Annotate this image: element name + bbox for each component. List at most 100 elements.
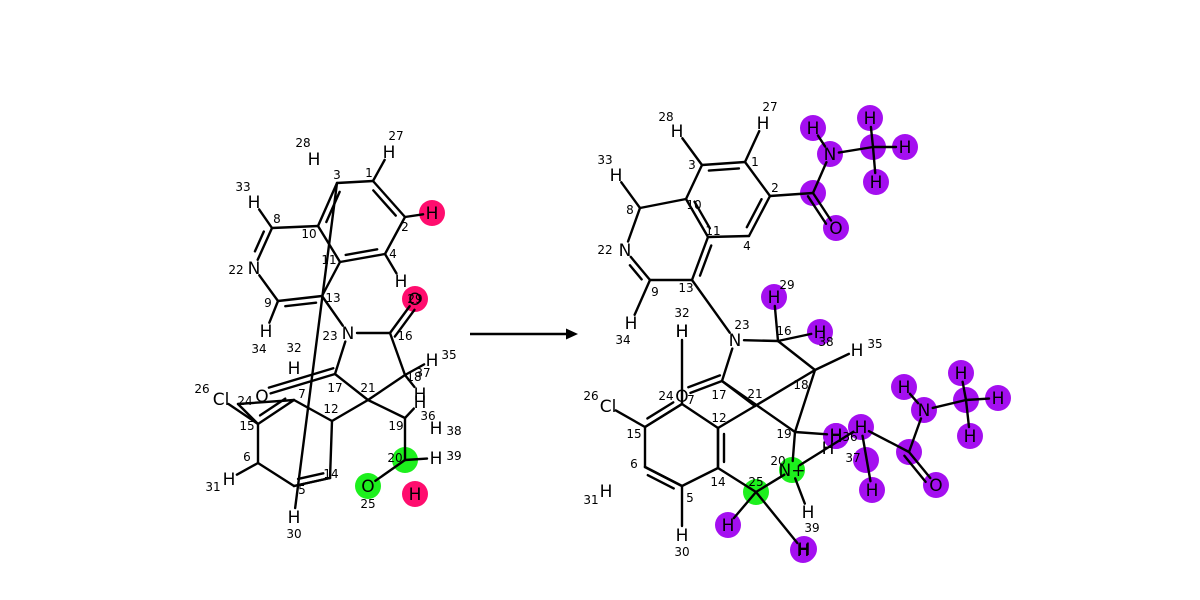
reactant-bond-9-second — [284, 301, 318, 308]
reactant-atom-35: H — [426, 351, 439, 371]
reactant-atom-index-10: 10 — [301, 227, 316, 241]
reactant-molecule: NNOClHHHHHHHHHHHHOHHHO123456789101112131… — [194, 129, 461, 541]
product-atom-index-8: 8 — [626, 203, 634, 217]
product-bond-23 — [716, 404, 757, 430]
reactant-atom-index-23: 23 — [322, 329, 337, 343]
reactant-bond-39 — [403, 407, 416, 420]
reactant-highlight-25 — [355, 473, 381, 499]
reactant-atom-38: H — [430, 419, 443, 439]
product-bond-46 — [732, 490, 758, 520]
product-atom-24: O — [675, 387, 688, 407]
product-atom-index-26: 26 — [583, 389, 598, 403]
reactant-atom-index-4: 4 — [389, 247, 397, 261]
reactant-atom-index-33: 33 — [235, 180, 250, 194]
product-atom-x43: H — [864, 109, 877, 129]
reactant-atom-23: N — [342, 324, 355, 344]
reactant-atom-x42: O — [255, 387, 268, 407]
product-highlight-x40 — [817, 141, 843, 167]
product-bond-5-second — [707, 167, 741, 172]
reactant-bond-40 — [403, 457, 429, 462]
product-atom-33: H — [610, 166, 623, 186]
product-atom-index-39: 39 — [804, 521, 819, 535]
product-bond-57-second — [903, 454, 927, 484]
product-atom-x48: H — [855, 418, 868, 438]
reactant-atom-index-18: 18 — [406, 370, 421, 384]
product-bond-22 — [720, 379, 757, 408]
product-bond-3 — [684, 197, 710, 239]
reactant-bond-36 — [268, 299, 280, 324]
product-highlight-x45 — [863, 169, 889, 195]
product-bond-32-second — [646, 401, 675, 420]
reactant-atom-34: H — [260, 322, 273, 342]
reactant-atom-index-7: 7 — [298, 387, 306, 401]
product-highlight-x56 — [957, 423, 983, 449]
reactant-atom-index-36: 36 — [420, 409, 435, 423]
reactant-atom-index-37: 37 — [415, 366, 430, 380]
reactant-bond-15 — [366, 373, 407, 402]
product-atom-index-12: 12 — [711, 411, 726, 425]
product-atom-x49: H — [866, 481, 879, 501]
product-atom-index-37: 37 — [845, 451, 860, 465]
reactant-atom-32: H — [288, 359, 301, 379]
reactant-atom-36: H — [414, 393, 427, 413]
product-bond-6 — [638, 197, 688, 210]
reactant-bond-42 — [403, 213, 425, 219]
product-bond-64 — [861, 434, 872, 483]
reactant-bond-16 — [388, 331, 407, 377]
product-bond-51 — [816, 134, 827, 148]
reactant-bond-22 — [236, 398, 296, 406]
product-atom-32: H — [676, 322, 689, 342]
product-atom-index-24: 24 — [658, 389, 673, 403]
product-atom-index-32: 32 — [674, 306, 689, 320]
product-bond-49 — [811, 191, 833, 222]
product-atom-27: H — [757, 114, 770, 134]
reactant-atom-index-35: 35 — [441, 348, 456, 362]
reactant-bond-37 — [403, 363, 426, 377]
product-bond-20 — [793, 430, 829, 436]
product-atom-index-15: 15 — [626, 427, 641, 441]
product-bond-58 — [907, 417, 923, 454]
reactant-atom-index-27: 27 — [388, 129, 403, 143]
product-bond-7 — [626, 206, 642, 243]
product-highlight-x55 — [985, 385, 1011, 411]
reactant-atom-29: O — [408, 290, 421, 310]
reactant-atom-index-22: 22 — [228, 263, 243, 277]
product-highlight-x63 — [823, 423, 849, 449]
product-atom-index-9: 9 — [651, 285, 659, 299]
reactant-bond-20 — [374, 458, 407, 483]
product-atom-index-14: 14 — [710, 475, 725, 489]
product-bond-1-second — [745, 198, 763, 229]
product-bond-4 — [684, 163, 704, 201]
reactant-atom-index-30: 30 — [286, 527, 301, 541]
product-atom-index-25: 25 — [748, 475, 763, 489]
reactant-atom-x41: H — [395, 272, 408, 292]
product-atom-30: H — [676, 526, 689, 546]
reactant-atom-index-21: 21 — [360, 381, 375, 395]
reactant-bond-35 — [257, 208, 274, 230]
product-highlight-29 — [761, 284, 787, 310]
reactant-bond-9 — [276, 294, 324, 303]
product-bonds — [614, 125, 991, 545]
reactant-bond-18 — [366, 398, 407, 420]
product-bond-35 — [716, 466, 758, 494]
reactant-bond-0-second — [372, 189, 397, 217]
product-highlight-x44 — [892, 134, 918, 160]
product-atom-index-2: 2 — [771, 181, 779, 195]
reactant-atom-31: H — [223, 470, 236, 490]
reactant-bond-7 — [256, 226, 274, 261]
product-bond-44 — [633, 278, 652, 316]
reactant-bond-32 — [293, 181, 339, 510]
reactant-bond-13 — [333, 340, 347, 376]
reactant-atom-index-16: 16 — [397, 329, 412, 343]
product-atom-x51: H — [898, 378, 911, 398]
product-bond-62 — [964, 397, 991, 402]
reactant-bond-2 — [338, 252, 387, 264]
product-atom-index-22: 22 — [597, 243, 612, 257]
reactant-atom-index-38: 38 — [446, 424, 461, 438]
product-atom-x60: H — [798, 540, 811, 560]
product-atom-x59: O — [929, 476, 942, 496]
reactant-atom-index-26: 26 — [194, 382, 209, 396]
reactant-atom-37: H — [414, 385, 427, 405]
product-highlight-20 — [779, 457, 805, 483]
reactant-atom-index-5: 5 — [298, 483, 306, 497]
